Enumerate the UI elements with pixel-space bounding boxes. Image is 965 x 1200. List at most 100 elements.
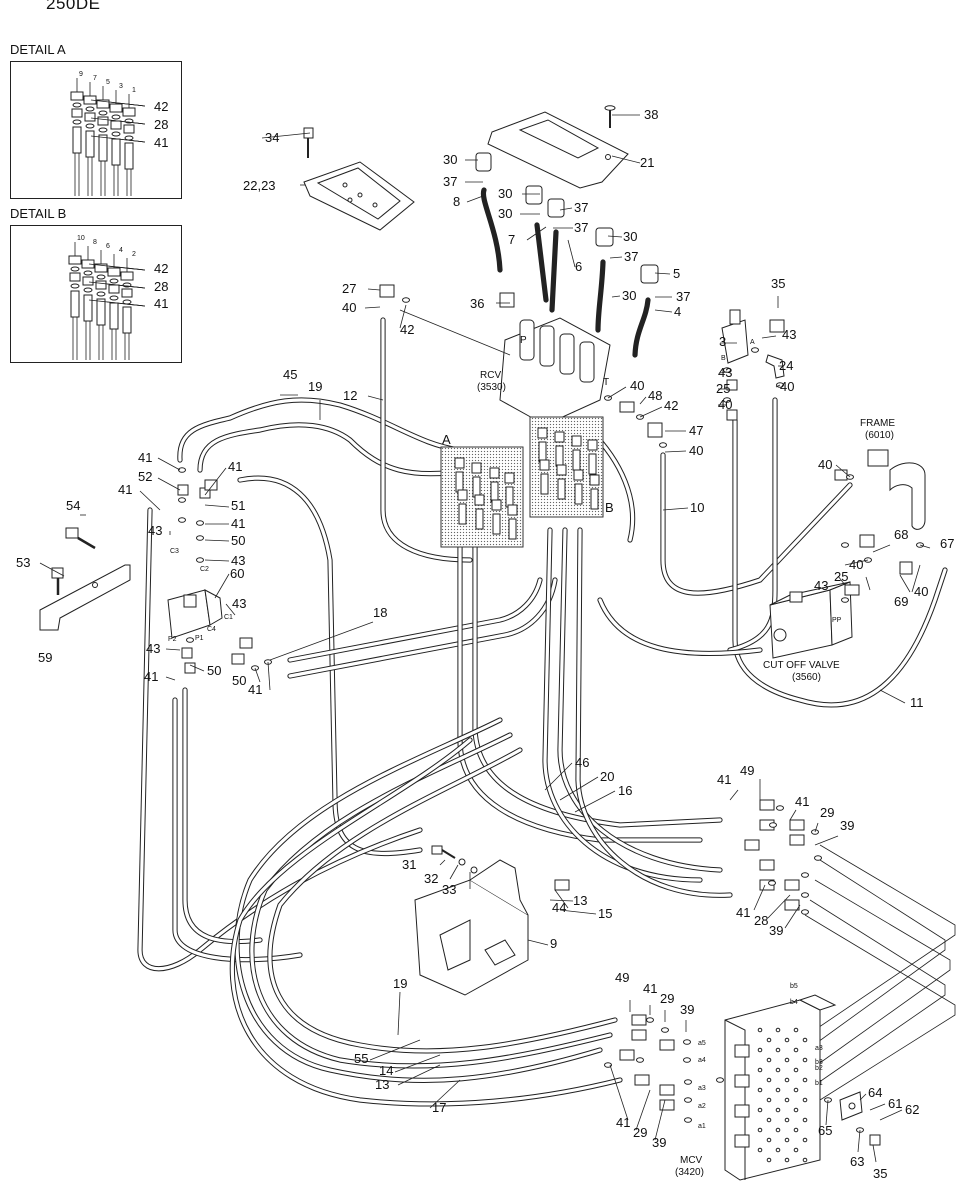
fitting <box>844 584 860 596</box>
hose-end <box>85 130 95 158</box>
callout-13: 13 <box>573 893 587 908</box>
fitting <box>631 1029 647 1041</box>
leader <box>859 1093 867 1101</box>
o-ring <box>768 880 776 886</box>
callout-16: 16 <box>618 783 632 798</box>
mcv-bolt <box>766 1097 772 1103</box>
detail-a-port-label: 3 <box>119 83 123 90</box>
hose-end <box>505 486 514 508</box>
fitting <box>239 637 253 649</box>
o-ring <box>683 1039 691 1045</box>
mcv-port: a2 <box>698 1103 706 1110</box>
hose-18b-inner <box>288 578 557 678</box>
callout-25: 25 <box>716 381 730 396</box>
hose-19-upper-inner <box>198 423 472 476</box>
callout-25: 25 <box>834 569 848 584</box>
o-ring <box>841 542 849 548</box>
o-ring <box>111 131 121 137</box>
detail-leader <box>126 139 146 143</box>
fitting <box>96 99 110 109</box>
o-ring <box>402 297 410 303</box>
fitting <box>554 431 565 443</box>
leader <box>607 235 623 238</box>
callout-19: 19 <box>393 976 407 991</box>
mcv-bolt <box>775 1087 781 1093</box>
model-title: 250DE <box>46 0 101 13</box>
fitting <box>619 1049 635 1061</box>
solenoid-valve-60: C3 C2 C1 C4 P2 P1 <box>167 548 233 643</box>
callout-10: 10 <box>690 500 704 515</box>
callout-30: 30 <box>623 229 637 244</box>
hose-end <box>540 473 549 495</box>
mcv-bolt <box>784 1077 790 1083</box>
leader <box>835 464 851 478</box>
o-ring <box>814 855 822 861</box>
callout-60: 60 <box>230 566 244 581</box>
zone-a-label: A <box>442 432 451 447</box>
callout-40: 40 <box>849 557 863 572</box>
leader <box>611 155 641 164</box>
callout-43: 43 <box>146 641 160 656</box>
leader <box>654 272 671 275</box>
o-ring <box>83 287 93 293</box>
detail-b-ports: 10 8 6 4 2 <box>77 235 136 258</box>
callout-12: 12 <box>343 388 357 403</box>
mcv-bolt <box>766 1157 772 1163</box>
leader <box>654 1099 666 1141</box>
leader <box>559 207 573 211</box>
callout-35: 35 <box>873 1166 887 1181</box>
leader <box>429 1079 461 1109</box>
callout-39: 39 <box>652 1135 666 1150</box>
detail-b-port-label: 10 <box>77 235 85 242</box>
leader <box>526 226 547 241</box>
hose-rcv-down-inner <box>733 418 947 707</box>
o-ring <box>196 557 204 563</box>
mcv-bolt <box>766 1117 772 1123</box>
callout-19: 19 <box>308 379 322 394</box>
fitting <box>504 472 515 484</box>
hose-end <box>492 513 501 535</box>
fitting <box>769 319 785 333</box>
callout-37: 37 <box>574 220 588 235</box>
fitting <box>789 834 805 846</box>
o-ring <box>85 106 95 112</box>
pcv-port: A <box>750 339 755 346</box>
callout-34: 34 <box>265 130 279 145</box>
o-ring <box>801 892 809 898</box>
leader <box>399 304 407 329</box>
mcv-bolt <box>766 1137 772 1143</box>
solenoid-port: C4 <box>207 626 216 633</box>
mcv-port: a3 <box>698 1085 706 1092</box>
detail-a-title: DETAIL A <box>10 42 66 57</box>
detail-a-port-label: 7 <box>93 75 97 82</box>
callout-46: 46 <box>575 755 589 770</box>
solenoid-port: P2 <box>168 636 177 643</box>
callout-14: 14 <box>379 1063 393 1078</box>
fitting <box>81 259 95 269</box>
hose-end <box>490 481 499 503</box>
callout-41: 41 <box>144 669 158 684</box>
o-ring <box>186 637 194 643</box>
fitting <box>454 457 465 469</box>
rcv-name: RCV <box>480 370 501 381</box>
o-ring <box>636 1057 644 1063</box>
callout-65: 65 <box>818 1123 832 1138</box>
detail-b-port-label: 6 <box>106 243 110 250</box>
lever-7 <box>525 185 549 303</box>
lever-8 <box>475 152 503 273</box>
callout-55: 55 <box>354 1051 368 1066</box>
leader <box>204 539 230 542</box>
callout-43: 43 <box>148 523 162 538</box>
hose-bottom-loop-3-inner <box>268 748 617 1053</box>
callout-43: 43 <box>231 553 245 568</box>
mcv-bolt <box>784 1057 790 1063</box>
detail-b-drawing: 10 8 6 4 2 42 28 41 <box>68 235 168 360</box>
fitting <box>784 879 800 891</box>
mcv-bolt <box>793 1027 799 1033</box>
fitting <box>659 1099 675 1111</box>
mcv-bolt <box>793 1127 799 1133</box>
callout-44: 44 <box>552 900 566 915</box>
detail-leader <box>124 285 146 289</box>
callout-64: 64 <box>868 1085 882 1100</box>
leader <box>261 132 311 139</box>
